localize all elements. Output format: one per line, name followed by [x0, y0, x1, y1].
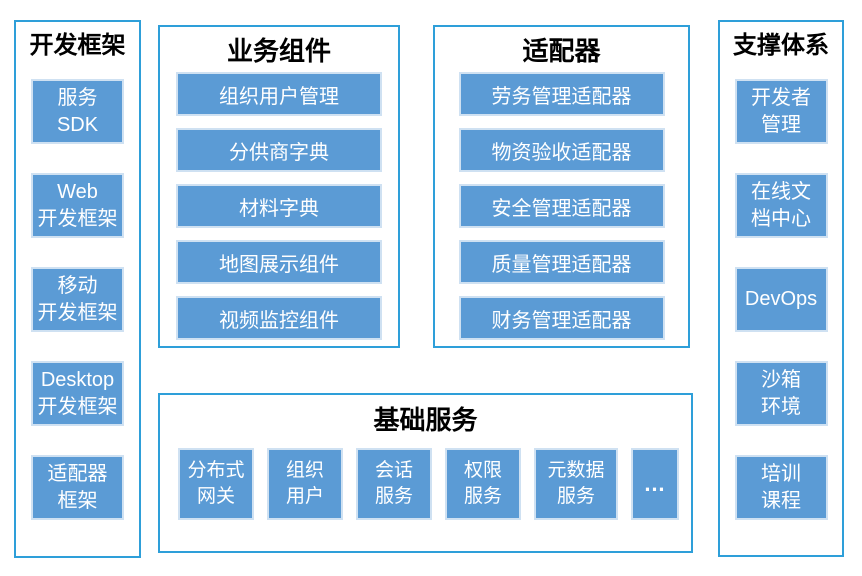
item-box: 移动 开发框架 — [31, 267, 124, 332]
section-title-adapters: 适配器 — [522, 36, 601, 66]
item-box: 元数据 服务 — [534, 448, 618, 520]
section-basic-services: 基础服务 分布式 网关组织 用户会话 服务权限 服务元数据 服务… — [158, 393, 693, 553]
item-box: 组织用户管理 — [176, 72, 382, 116]
business-components-item-list: 组织用户管理分供商字典材料字典地图展示组件视频监控组件 — [176, 72, 382, 340]
item-box: 适配器 框架 — [31, 455, 124, 520]
section-title-business-components: 业务组件 — [226, 36, 331, 66]
item-box: DevOps — [734, 267, 828, 332]
item-box: 劳务管理适配器 — [458, 72, 665, 116]
section-dev-framework: 开发框架 服务 SDK Web 开发框架移动 开发框架 Desktop 开发框架适配… — [14, 20, 141, 558]
item-box: … — [631, 448, 679, 520]
support-system-item-list: 开发者 管理在线文 档中心 DevOps 沙箱 环境培训 课程 — [734, 79, 828, 520]
item-box: 分布式 网关 — [178, 448, 254, 520]
section-title-basic-services: 基础服务 — [373, 405, 478, 435]
dev-framework-item-list: 服务 SDK Web 开发框架移动 开发框架 Desktop 开发框架适配器 框架 — [31, 79, 124, 520]
item-box: 培训 课程 — [734, 455, 828, 520]
item-box: 会话 服务 — [356, 448, 432, 520]
item-box: Desktop 开发框架 — [31, 361, 124, 426]
section-title-support-system: 支撑体系 — [733, 32, 829, 59]
item-box: 财务管理适配器 — [458, 296, 665, 340]
item-box: 视频监控组件 — [176, 296, 382, 340]
item-box: 权限 服务 — [445, 448, 521, 520]
item-box: 服务 SDK — [31, 79, 124, 144]
section-support-system: 支撑体系 开发者 管理在线文 档中心 DevOps 沙箱 环境培训 课程 — [718, 20, 844, 557]
basic-services-item-list: 分布式 网关组织 用户会话 服务权限 服务元数据 服务… — [160, 448, 691, 520]
section-title-dev-framework: 开发框架 — [29, 32, 126, 59]
item-box: 在线文 档中心 — [734, 173, 828, 238]
item-box: 沙箱 环境 — [734, 361, 828, 426]
item-box: 物资验收适配器 — [458, 128, 665, 172]
item-box: 分供商字典 — [176, 128, 382, 172]
adapters-item-list: 劳务管理适配器物资验收适配器安全管理适配器质量管理适配器财务管理适配器 — [458, 72, 665, 340]
section-business-components: 业务组件 组织用户管理分供商字典材料字典地图展示组件视频监控组件 — [158, 25, 400, 348]
item-box: 材料字典 — [176, 184, 382, 228]
section-adapters: 适配器 劳务管理适配器物资验收适配器安全管理适配器质量管理适配器财务管理适配器 — [433, 25, 690, 348]
item-box: 安全管理适配器 — [458, 184, 665, 228]
item-box: 地图展示组件 — [176, 240, 382, 284]
item-box: Web 开发框架 — [31, 173, 124, 238]
item-box: 组织 用户 — [267, 448, 343, 520]
item-box: 质量管理适配器 — [458, 240, 665, 284]
item-box: 开发者 管理 — [734, 79, 828, 144]
